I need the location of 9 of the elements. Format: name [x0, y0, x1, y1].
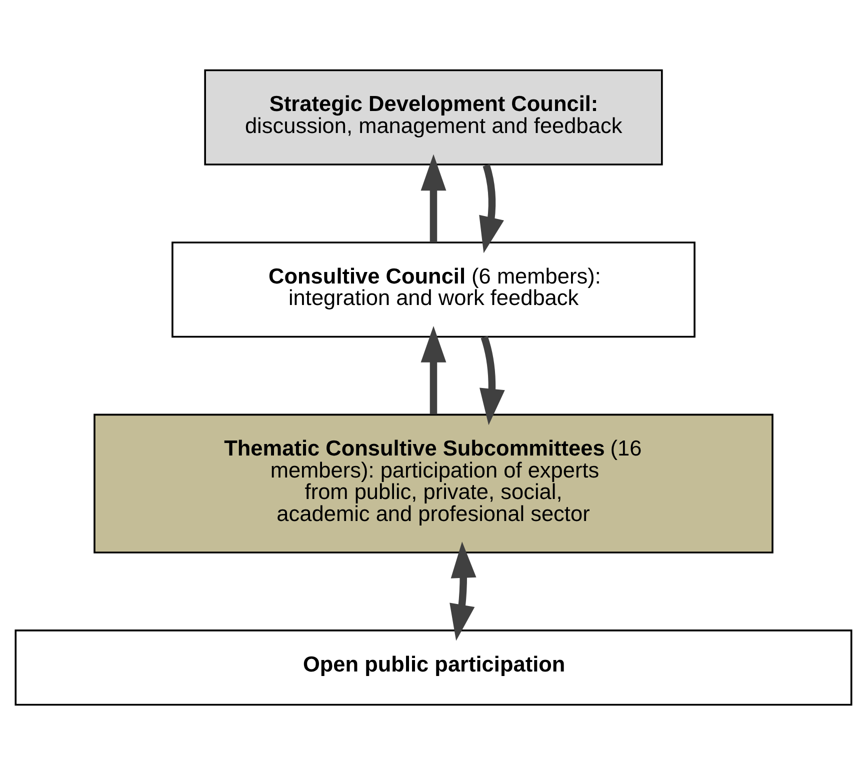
- node-box: Consultive Council (6 members): integration and work feedback: [172, 241, 696, 338]
- arrow: [420, 326, 446, 414]
- arrow: [450, 541, 476, 640]
- node-box: Open public participation: [14, 629, 852, 706]
- arrow: [420, 154, 446, 242]
- node-box: Thematic Consultive Subcommittees (16 members): participation of experts from public, private, social, academic and profesional sector: [94, 413, 774, 553]
- arrow: [480, 335, 505, 425]
- node-box: Strategic Development Council: discussion, management and feedback: [204, 68, 663, 165]
- arrow: [479, 164, 504, 253]
